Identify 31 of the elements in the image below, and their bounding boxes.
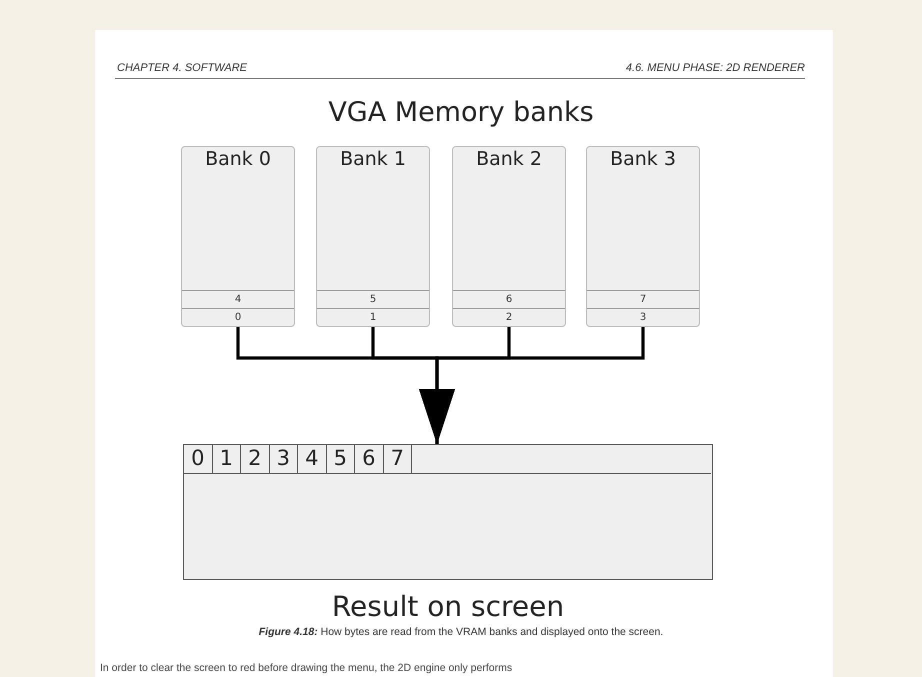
arrow (419, 326, 645, 444)
pixel-cell: 6 (355, 445, 384, 474)
bank-label: Bank 2 (475, 148, 543, 170)
memory-bank (586, 146, 700, 327)
pixel-cell: 4 (298, 445, 326, 474)
pixel-cell: 3 (270, 445, 298, 474)
memory-cell: 0 (182, 308, 294, 326)
memory-bank (452, 146, 566, 327)
diagram-title: VGA Memory banks (327, 97, 595, 128)
memory-cell: 5 (317, 290, 429, 308)
pixel-cell: 7 (384, 445, 412, 474)
screen-label: Result on screen (330, 590, 566, 623)
memory-cell: 7 (587, 290, 699, 308)
memory-bank (181, 146, 295, 327)
memory-bank (316, 146, 430, 327)
pixel-cell: 2 (241, 445, 270, 474)
memory-cell: 3 (587, 308, 699, 326)
bank-label: Bank 3 (609, 148, 677, 170)
memory-cell: 4 (182, 290, 294, 308)
bank-label: Bank 0 (204, 148, 272, 170)
memory-cell: 6 (453, 290, 565, 308)
bank-label: Bank 1 (339, 148, 407, 170)
body-text: In order to clear the screen to red before drawing the menu, the 2D engine only performs (100, 662, 512, 674)
running-header: CHAPTER 4. SOFTWARE (117, 62, 247, 74)
pixel-cell: 1 (212, 445, 241, 474)
figure-caption: Figure 4.18: How bytes are read from the VRAM banks and displayed onto the screen. (258, 626, 664, 638)
memory-cell: 2 (453, 308, 565, 326)
pixel-cell: 5 (326, 445, 355, 474)
memory-cell: 1 (317, 308, 429, 326)
running-header: 4.6. MENU PHASE: 2D RENDERER (626, 62, 805, 74)
pixel-cell: 0 (184, 445, 212, 474)
